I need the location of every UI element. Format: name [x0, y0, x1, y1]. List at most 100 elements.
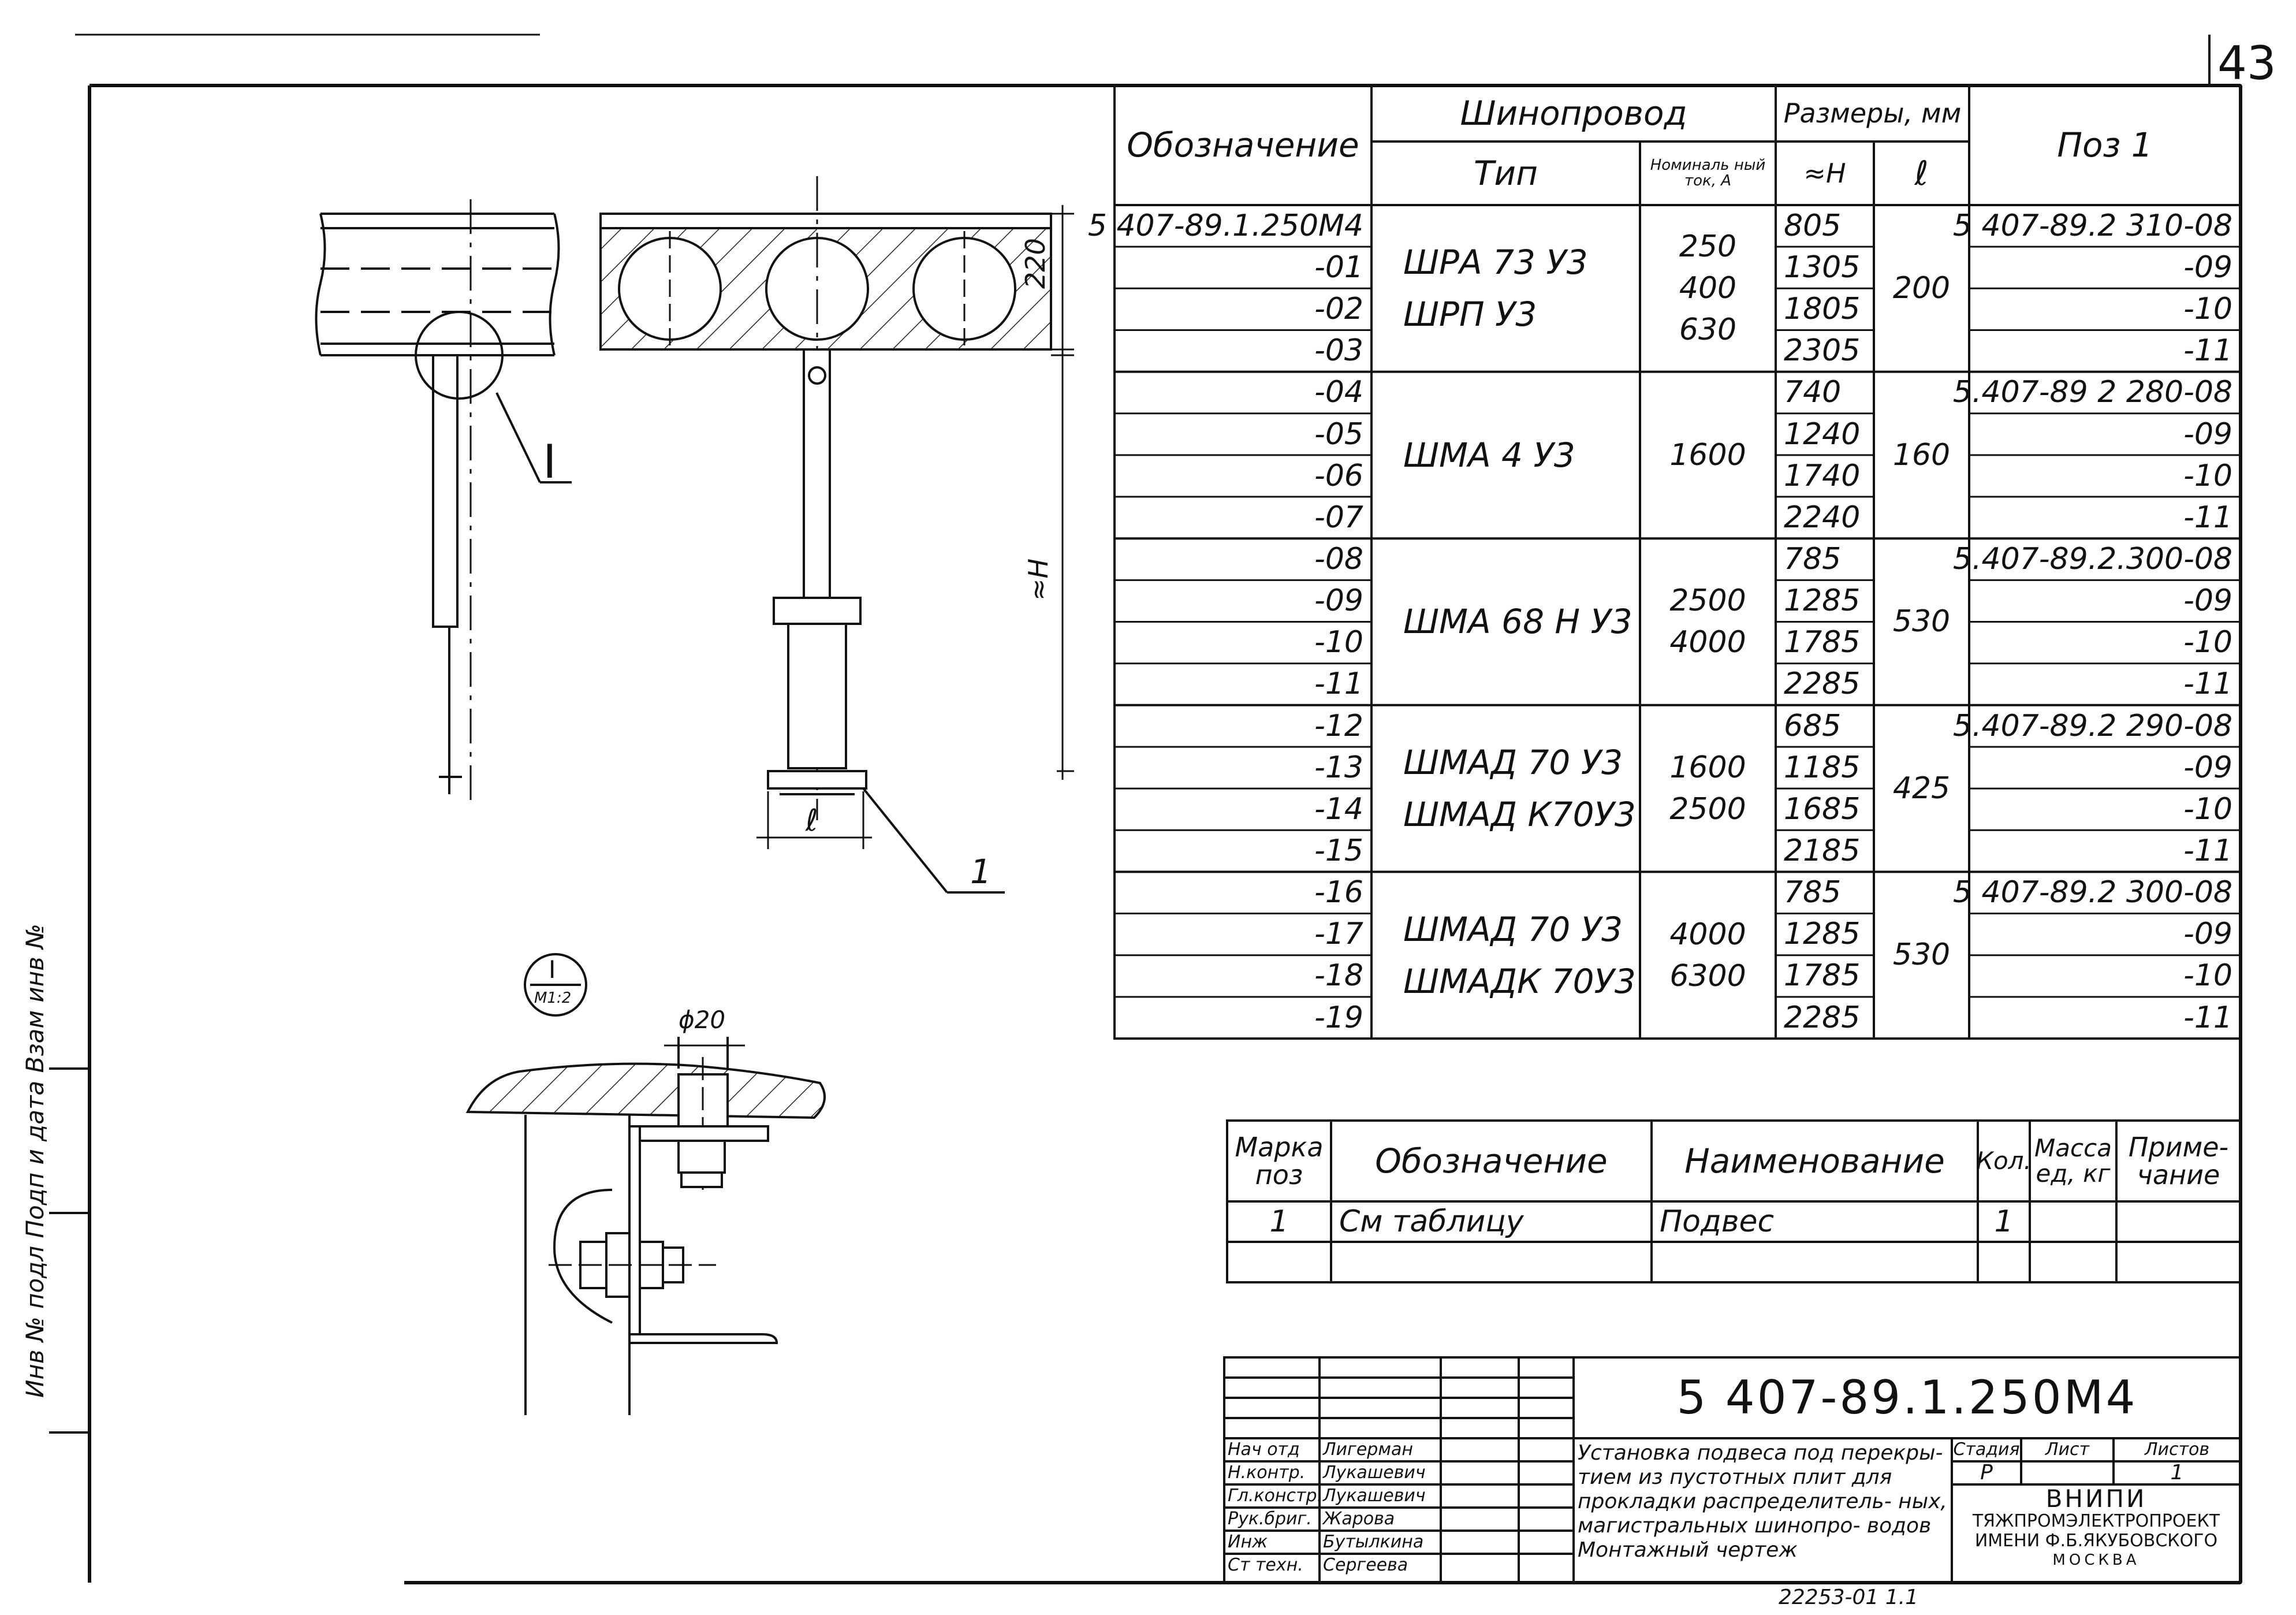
- row-height: 2285: [1784, 667, 1861, 702]
- row-designation: -09: [1314, 583, 1363, 619]
- group-current: 250 400 630: [1679, 229, 1737, 348]
- row-designation: -01: [1314, 250, 1363, 285]
- role-name: Лукашевич: [1323, 1463, 1426, 1483]
- sheet-label: Лист: [2045, 1439, 2090, 1460]
- row-position: 5.407-89.2 290-08: [1952, 708, 2232, 743]
- row-position: -11: [2183, 1000, 2232, 1035]
- sheets-value: 1: [2170, 1461, 2184, 1485]
- spec-header-designation: Обозначение: [1375, 1141, 1608, 1181]
- row-height: 2305: [1784, 333, 1861, 369]
- dimension-h: ≈H: [1023, 558, 1054, 601]
- header-pos: Поз 1: [2057, 125, 2153, 165]
- group-length: 425: [1892, 771, 1951, 806]
- row-designation: 5 407-89.1.250М4: [1087, 208, 1363, 243]
- row-position: -09: [2183, 250, 2232, 285]
- row-position: 5 407-89.2 300-08: [1952, 875, 2232, 910]
- row-height: 1285: [1784, 917, 1861, 952]
- row-designation: -02: [1314, 292, 1363, 327]
- spec-table-grid: [1226, 1119, 2242, 1283]
- row-designation: -04: [1314, 375, 1363, 410]
- title-block-grid: [1223, 1356, 2242, 1584]
- group-current: 1600 2500: [1669, 750, 1746, 827]
- drawing-code: 5 407-89.1.250М4: [1676, 1371, 2138, 1424]
- row-designation: -13: [1314, 750, 1363, 785]
- row-designation: -19: [1314, 1000, 1363, 1035]
- row-height: 685: [1784, 708, 1842, 743]
- header-l: ℓ: [1914, 153, 1929, 193]
- position-1-label: 1: [970, 852, 992, 891]
- spec-row-designation: См таблицу: [1339, 1204, 1524, 1239]
- row-position: -10: [2183, 458, 2232, 493]
- header-h: ≈Н: [1803, 157, 1846, 189]
- row-position: -09: [2183, 750, 2232, 785]
- row-designation: -15: [1314, 833, 1363, 869]
- role-name: Лукашевич: [1323, 1486, 1426, 1506]
- group-type: ШМА 68 Н У3: [1371, 538, 1640, 705]
- row-designation: -11: [1314, 667, 1363, 702]
- side-stamp: Инв № подл Подп и дата Взам инв №: [21, 924, 49, 1398]
- drawing-description: Установка подвеса под перекры- тием из п…: [1578, 1441, 1947, 1562]
- row-height: 1740: [1784, 458, 1861, 493]
- sheet-number: 43: [2217, 36, 2276, 90]
- header-current: Номиналь ный ток, А: [1650, 156, 1766, 189]
- spec-row-mark: 1: [1269, 1204, 1289, 1239]
- role-label: Нач отд: [1228, 1439, 1300, 1460]
- row-position: -10: [2183, 292, 2232, 327]
- row-designation: -18: [1314, 958, 1363, 993]
- stage-label: Стадия: [1953, 1439, 2020, 1460]
- row-position: -10: [2183, 791, 2232, 827]
- row-height: 1785: [1784, 625, 1861, 660]
- row-position: -11: [2183, 500, 2232, 535]
- row-designation: -03: [1314, 333, 1363, 369]
- spec-row-qty: 1: [1994, 1204, 2014, 1239]
- group-length: 160: [1892, 437, 1951, 472]
- detail-marker-label: I: [543, 435, 557, 489]
- row-height: 1685: [1784, 791, 1861, 827]
- header-dims: Размеры, мм: [1783, 98, 1962, 129]
- group-type-2: ШМАДК 70У3: [1403, 961, 1636, 1001]
- row-position: -10: [2183, 625, 2232, 660]
- main-table-grid: [1113, 84, 2242, 1040]
- row-designation: -08: [1314, 541, 1363, 576]
- row-height: 1785: [1784, 958, 1861, 993]
- group-type-2: ШРП У3: [1403, 295, 1537, 334]
- row-height: 805: [1784, 208, 1842, 243]
- sheets-label: Листов: [2144, 1439, 2210, 1460]
- row-position: -09: [2183, 416, 2232, 452]
- role-label: Рук.бриг.: [1228, 1509, 1312, 1530]
- dimension-220: 220: [1020, 238, 1051, 289]
- group-current: 2500 4000: [1669, 583, 1746, 660]
- org-line-3: ИМЕНИ Ф.Б.ЯКУБОВСКОГО: [1974, 1531, 2218, 1551]
- spec-header-mark: Марка поз: [1235, 1131, 1324, 1190]
- section-view: [599, 176, 1074, 894]
- row-height: 1185: [1784, 750, 1861, 785]
- group-type-1: ШМАД 70 У3: [1403, 909, 1623, 949]
- archive-number: 22253-01 1.1: [1779, 1586, 1919, 1609]
- row-position: -11: [2183, 333, 2232, 369]
- row-height: 740: [1784, 375, 1842, 410]
- row-designation: -14: [1314, 791, 1363, 827]
- row-designation: -12: [1314, 708, 1363, 743]
- row-height: 1285: [1784, 583, 1861, 619]
- row-designation: -05: [1314, 416, 1363, 452]
- row-designation: -06: [1314, 458, 1363, 493]
- role-label: Инж: [1228, 1532, 1268, 1553]
- detail-callout-top: I: [549, 955, 556, 984]
- group-length: 530: [1892, 937, 1951, 973]
- row-position: 5.407-89 2 280-08: [1952, 375, 2232, 410]
- group-type-1: ШМА 68 Н У3: [1403, 602, 1632, 642]
- group-current: 4000 6300: [1669, 917, 1746, 993]
- group-length: 530: [1892, 604, 1951, 639]
- group-type-2: ШМАД К70У3: [1403, 795, 1636, 835]
- row-position: -09: [2183, 917, 2232, 952]
- role-name: Сергеева: [1323, 1555, 1408, 1576]
- spec-header-mass: Масса ед, кг: [2034, 1133, 2112, 1188]
- row-position: -11: [2183, 833, 2232, 869]
- dimension-d20: ϕ20: [679, 1006, 726, 1034]
- row-designation: -17: [1314, 917, 1363, 952]
- detail-callout-scale: М1:2: [534, 989, 572, 1007]
- row-position: 5 407-89.2 310-08: [1952, 208, 2232, 243]
